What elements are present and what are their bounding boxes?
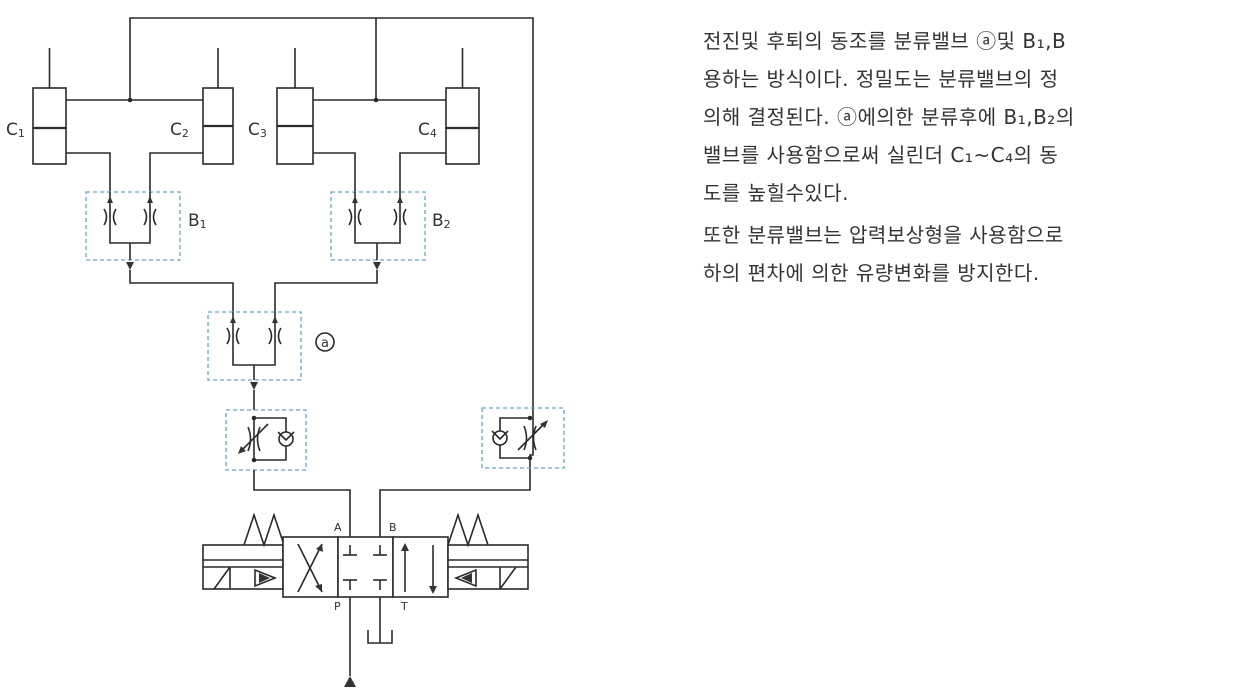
description-line-7: 하의 편차에 의한 유량변화를 방지한다. (703, 261, 1040, 285)
port-b-label: B (389, 521, 397, 534)
directional-control-valve (202, 512, 529, 687)
flow-control-valve-right (481, 407, 565, 469)
label-b2: B (432, 211, 444, 231)
label-c1: C (6, 120, 18, 140)
description-text: 전진및 후퇴의 동조를 분류밸브 ⓐ및 B₁,B 용하는 방식이다. 정밀도는 … (703, 22, 1240, 292)
svg-text:C4: C4 (418, 120, 437, 140)
cylinder-c4 (445, 48, 480, 165)
description-line-4: 밸브를 사용함으로써 실린더 C₁~C₄의 동 (703, 143, 1059, 167)
description-line-5: 도를 높힐수있다. (703, 181, 850, 205)
cylinder-c1 (32, 48, 67, 165)
svg-text:B2: B2 (432, 211, 451, 231)
b-line-top-loop (66, 17, 534, 555)
label-c3: C (248, 120, 260, 140)
port-a-label: A (334, 521, 342, 534)
label-c3-sub: 3 (260, 127, 267, 140)
label-a: a (321, 336, 329, 351)
flow-control-valve-left (225, 390, 351, 555)
divider-connect-lines (129, 270, 378, 312)
label-c4: C (418, 120, 430, 140)
description-line-2: 용하는 방식이다. 정밀도는 분류밸브의 정 (703, 67, 1059, 91)
svg-text:C2: C2 (170, 120, 189, 140)
label-b2-sub: 2 (444, 218, 451, 231)
svg-text:B1: B1 (188, 211, 207, 231)
hydraulic-circuit-diagram: C1 C2 C3 C4 B1 (6, 17, 565, 687)
label-a-circle: a (315, 332, 335, 352)
description-line-3: 의해 결정된다. ⓐ에의한 분류후에 B₁,B₂의 (703, 105, 1075, 129)
flow-divider-a (207, 311, 302, 390)
flow-divider-b2 (330, 191, 426, 270)
description-line-1: 전진및 후퇴의 동조를 분류밸브 ⓐ및 B₁,B (703, 29, 1067, 53)
port-t-label: T (400, 600, 408, 613)
label-c4-sub: 4 (430, 127, 437, 140)
port-p-label: P (334, 600, 341, 613)
label-b1: B (188, 211, 200, 231)
cylinder-c3 (276, 48, 314, 165)
svg-text:C1: C1 (6, 120, 25, 140)
label-c2-sub: 2 (182, 127, 189, 140)
description-line-6: 또한 분류밸브는 압력보상형을 사용함으로 (703, 223, 1064, 247)
flow-divider-b1 (85, 191, 181, 270)
label-c1-sub: 1 (18, 127, 25, 140)
cylinder-c2 (202, 48, 234, 165)
label-b1-sub: 1 (200, 218, 207, 231)
cylinder-return-lines (66, 152, 446, 192)
label-c2: C (170, 120, 182, 140)
svg-text:C3: C3 (248, 120, 267, 140)
